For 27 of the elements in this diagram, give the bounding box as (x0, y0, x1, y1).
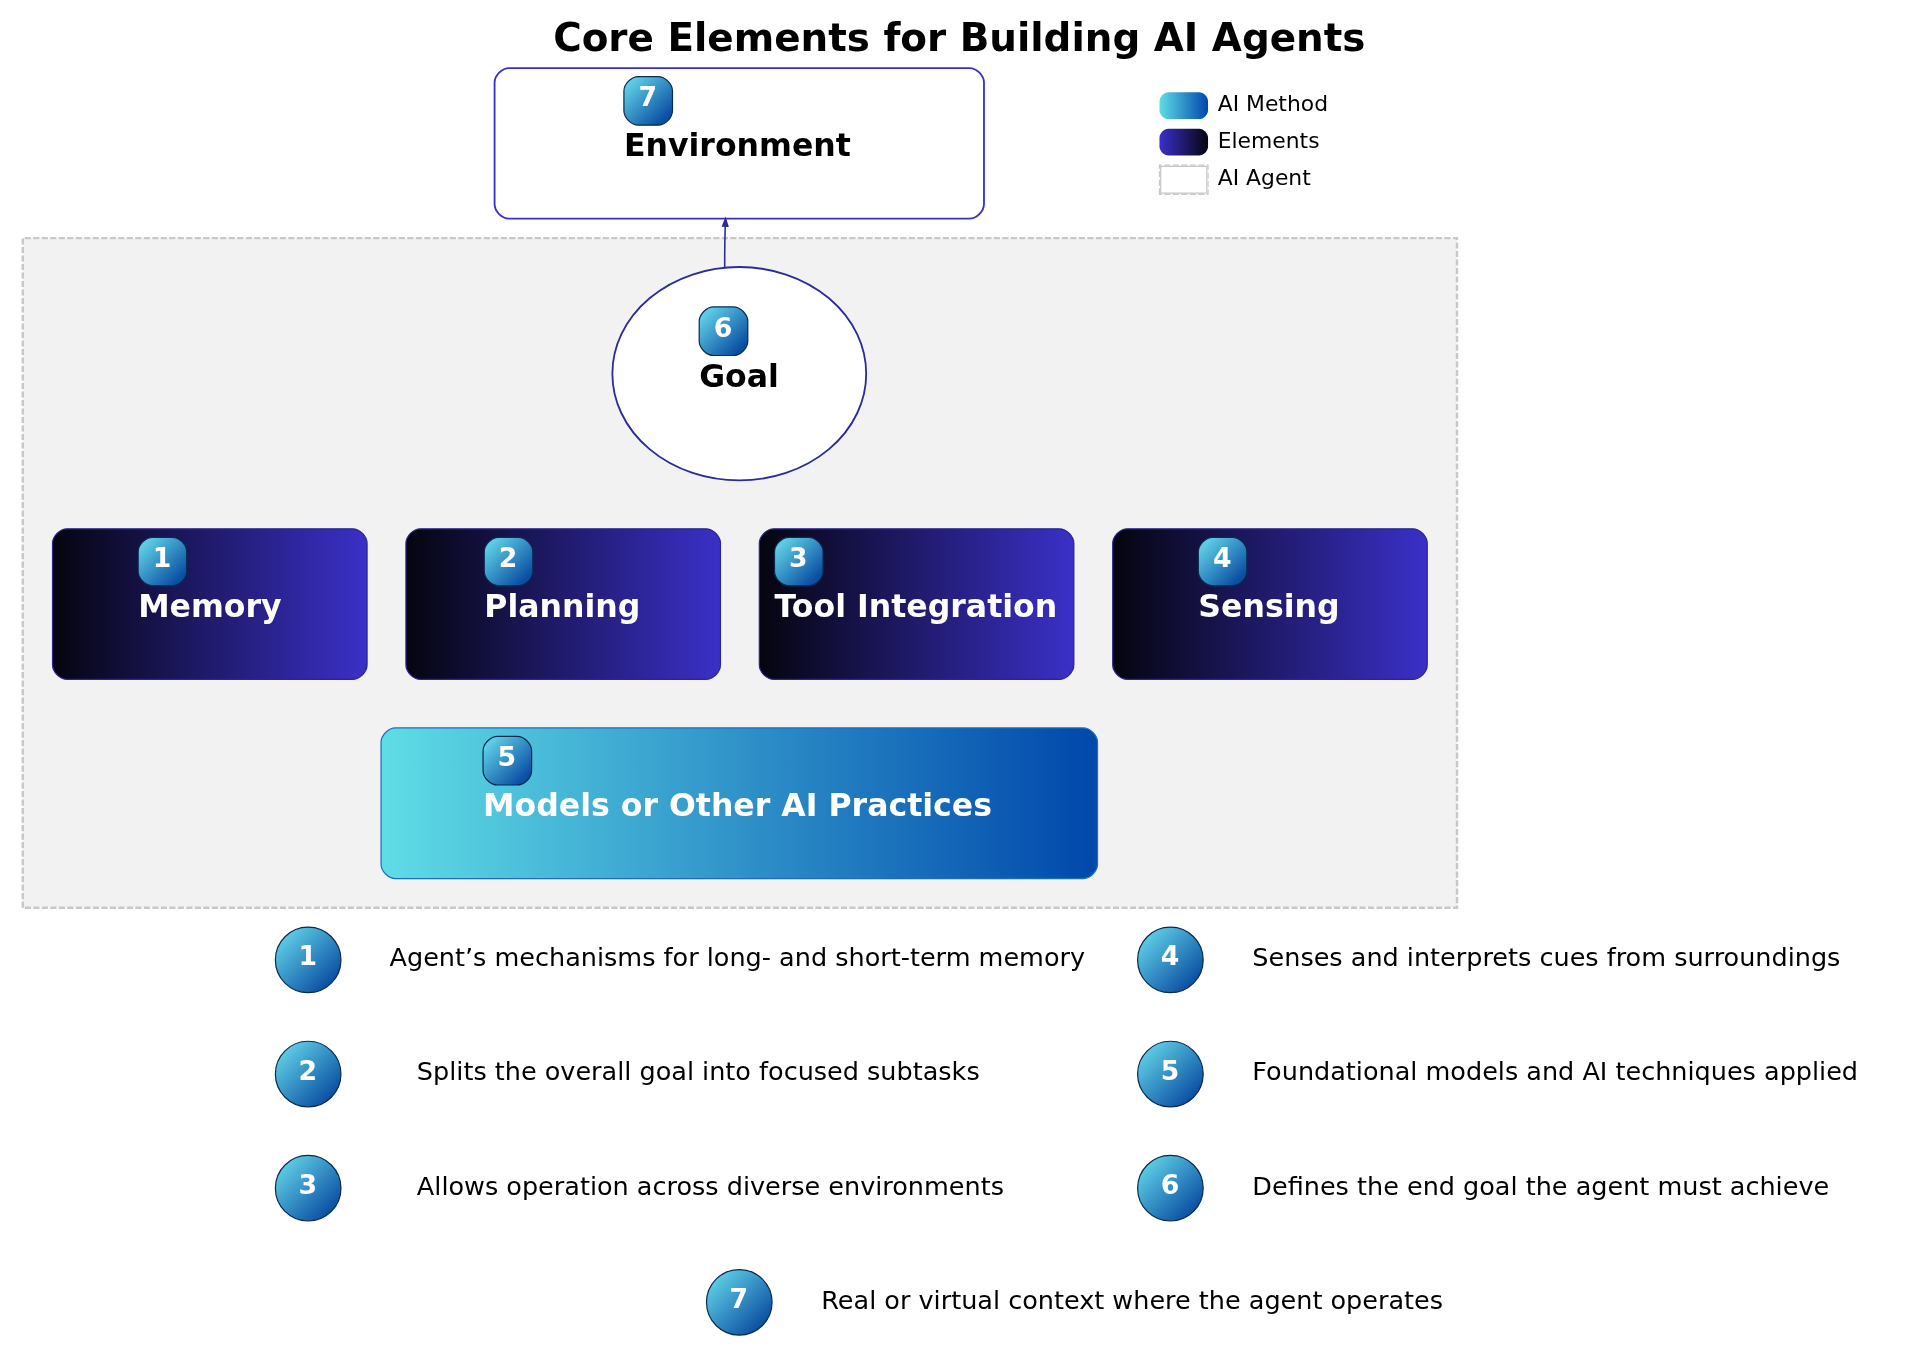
node-circle: 4 (1137, 926, 1204, 993)
node-label: Real or virtual context where the agent operates (821, 1284, 1444, 1315)
node-label: Splits the overall goal into focused subtasks (416, 1055, 980, 1086)
legend-label: AI Agent (1217, 164, 1311, 190)
node-circle: 1 (274, 926, 342, 993)
node-box: 3 Tool Integration (758, 527, 1075, 680)
node-label: Agent’s mechanisms for long- and short-term memory (389, 941, 1086, 972)
node-ellipse: 6 Goal (611, 265, 868, 481)
node-circle: 3 (274, 1154, 342, 1222)
legend-label: AI Method (1217, 90, 1329, 116)
node-box: 7 Environment (493, 66, 985, 220)
node-box: 2 Planning (405, 527, 722, 680)
node-box: 1 Memory (51, 527, 368, 680)
arrow (721, 216, 729, 268)
diagram-title: Core Elements for Building AI Agents (553, 14, 1366, 60)
node-circle: 2 (274, 1040, 342, 1107)
cluster (21, 236, 1459, 909)
node-label: Defines the end goal the agent must achieve (1252, 1170, 1830, 1201)
legend-label: Elements (1217, 127, 1320, 152)
node-box: 4 Sensing (1112, 527, 1428, 680)
node-box: 5 Models or Other AI Practices (380, 726, 1099, 879)
node-label: Allows operation across diverse environments (416, 1170, 1005, 1201)
node-circle: 7 (705, 1268, 773, 1336)
node-circle: 5 (1137, 1040, 1204, 1107)
node-label: Senses and interprets cues from surroundings (1252, 941, 1841, 972)
node-circle: 6 (1137, 1154, 1204, 1222)
node-label: Foundational models and AI techniques applied (1252, 1055, 1859, 1086)
